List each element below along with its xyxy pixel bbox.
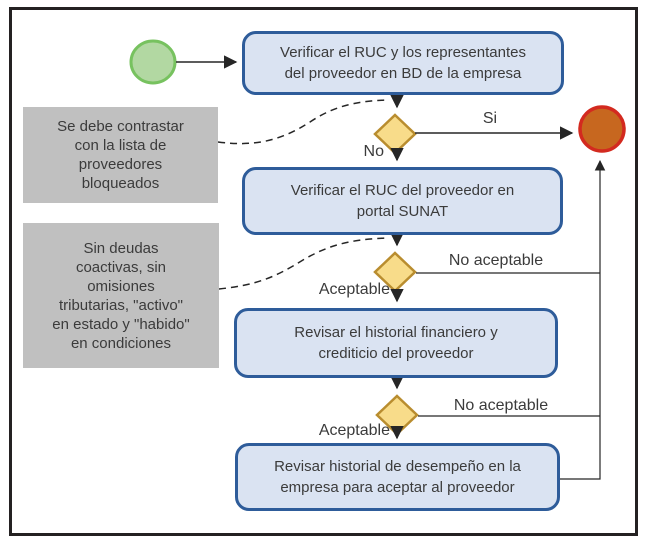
label-no-aceptable-2: No aceptable bbox=[453, 397, 549, 414]
label-aceptable-1: Aceptable bbox=[318, 281, 390, 298]
note-lista-proveedores-bloqueados: Se debe contrastar con la lista de prove… bbox=[23, 107, 218, 203]
diagram-frame bbox=[9, 7, 638, 536]
task-revisar-historial-desempeno: Revisar historial de desempeño en la emp… bbox=[235, 443, 560, 511]
label-no-aceptable-1: No aceptable bbox=[448, 252, 544, 269]
task-verificar-ruc-sunat: Verificar el RUC del proveedor en portal… bbox=[242, 167, 563, 235]
note2-dashed-connector bbox=[218, 237, 390, 290]
end-event-circle bbox=[578, 105, 626, 153]
start-event-circle bbox=[129, 39, 177, 85]
label-no: No bbox=[363, 143, 384, 160]
task-verificar-ruc-empresa: Verificar el RUC y los representantes de… bbox=[242, 31, 564, 95]
connector-task4-to-end bbox=[560, 159, 606, 480]
note1-dashed-connector bbox=[217, 99, 389, 145]
label-si: Si bbox=[482, 110, 498, 127]
label-aceptable-2: Aceptable bbox=[318, 422, 390, 439]
note-requisitos-sunat: Sin deudas coactivas, sin omisiones trib… bbox=[23, 223, 219, 368]
task-revisar-historial-financiero: Revisar el historial financiero y credit… bbox=[234, 308, 558, 378]
